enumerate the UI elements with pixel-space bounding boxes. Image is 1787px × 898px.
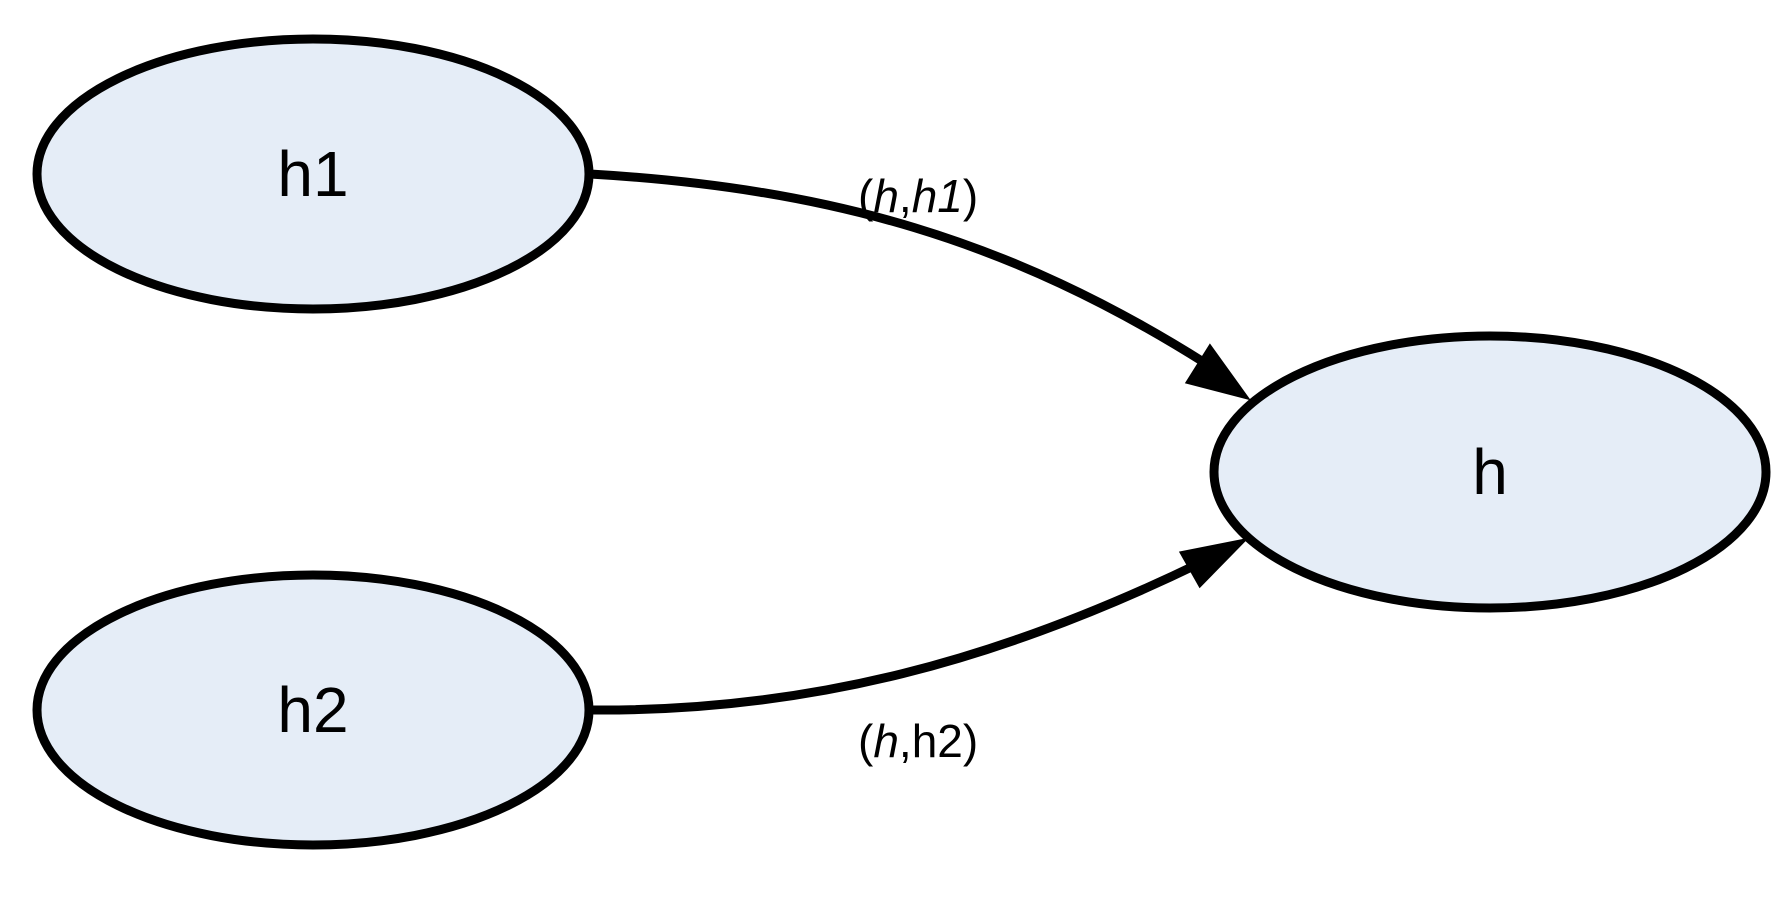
edge-label-comma: , — [899, 170, 912, 222]
node-h-label: h — [1472, 436, 1508, 508]
node-h1: h1 — [32, 34, 594, 314]
edge-h1-to-h-arrowhead — [1184, 343, 1251, 401]
edge-label-close-paren: ) — [963, 715, 978, 767]
node-h1-ellipse — [32, 34, 594, 314]
node-h1-label: h1 — [277, 138, 348, 210]
edge-label-var-h1: h1 — [912, 170, 963, 222]
edge-h2-to-h: (h,h2) — [589, 537, 1249, 767]
edge-label-close-paren: ) — [963, 170, 978, 222]
node-h2-label: h2 — [277, 674, 348, 746]
edge-h1-to-h-label: (h,h1) — [858, 170, 978, 222]
edge-label-comma: , — [899, 715, 912, 767]
edge-h1-to-h-line — [589, 169, 1208, 367]
edge-h2-to-h-line — [589, 558, 1202, 715]
edge-label-open-paren: ( — [858, 170, 874, 222]
edge-label-var-h: h — [873, 170, 899, 222]
node-h: h — [1209, 331, 1771, 613]
node-h2: h2 — [32, 570, 594, 850]
edge-h2-to-h-label: (h,h2) — [858, 715, 978, 767]
edge-label-open-paren: ( — [858, 715, 874, 767]
node-h-ellipse — [1209, 331, 1771, 613]
edge-label-var-h2: h2 — [912, 715, 963, 767]
edge-h2-to-h-arrowhead — [1178, 537, 1249, 589]
edge-h1-to-h: (h,h1) — [589, 169, 1251, 401]
node-h2-ellipse — [32, 570, 594, 850]
edge-label-var-h: h — [873, 715, 899, 767]
